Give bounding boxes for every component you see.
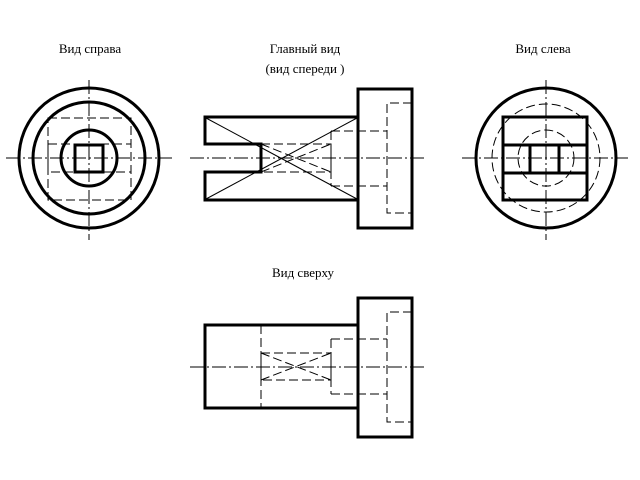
label-left-side-view: Вид слева [515, 41, 570, 56]
right-side-view [6, 80, 172, 240]
main-view [190, 87, 427, 230]
left-side-view [462, 80, 628, 240]
label-right-side-view: Вид справа [59, 41, 121, 56]
top-view [190, 296, 427, 439]
label-top-view: Вид сверху [272, 265, 335, 280]
label-main-view: Главный вид [270, 41, 341, 56]
label-main-view-sub: (вид спереди ) [265, 61, 344, 76]
